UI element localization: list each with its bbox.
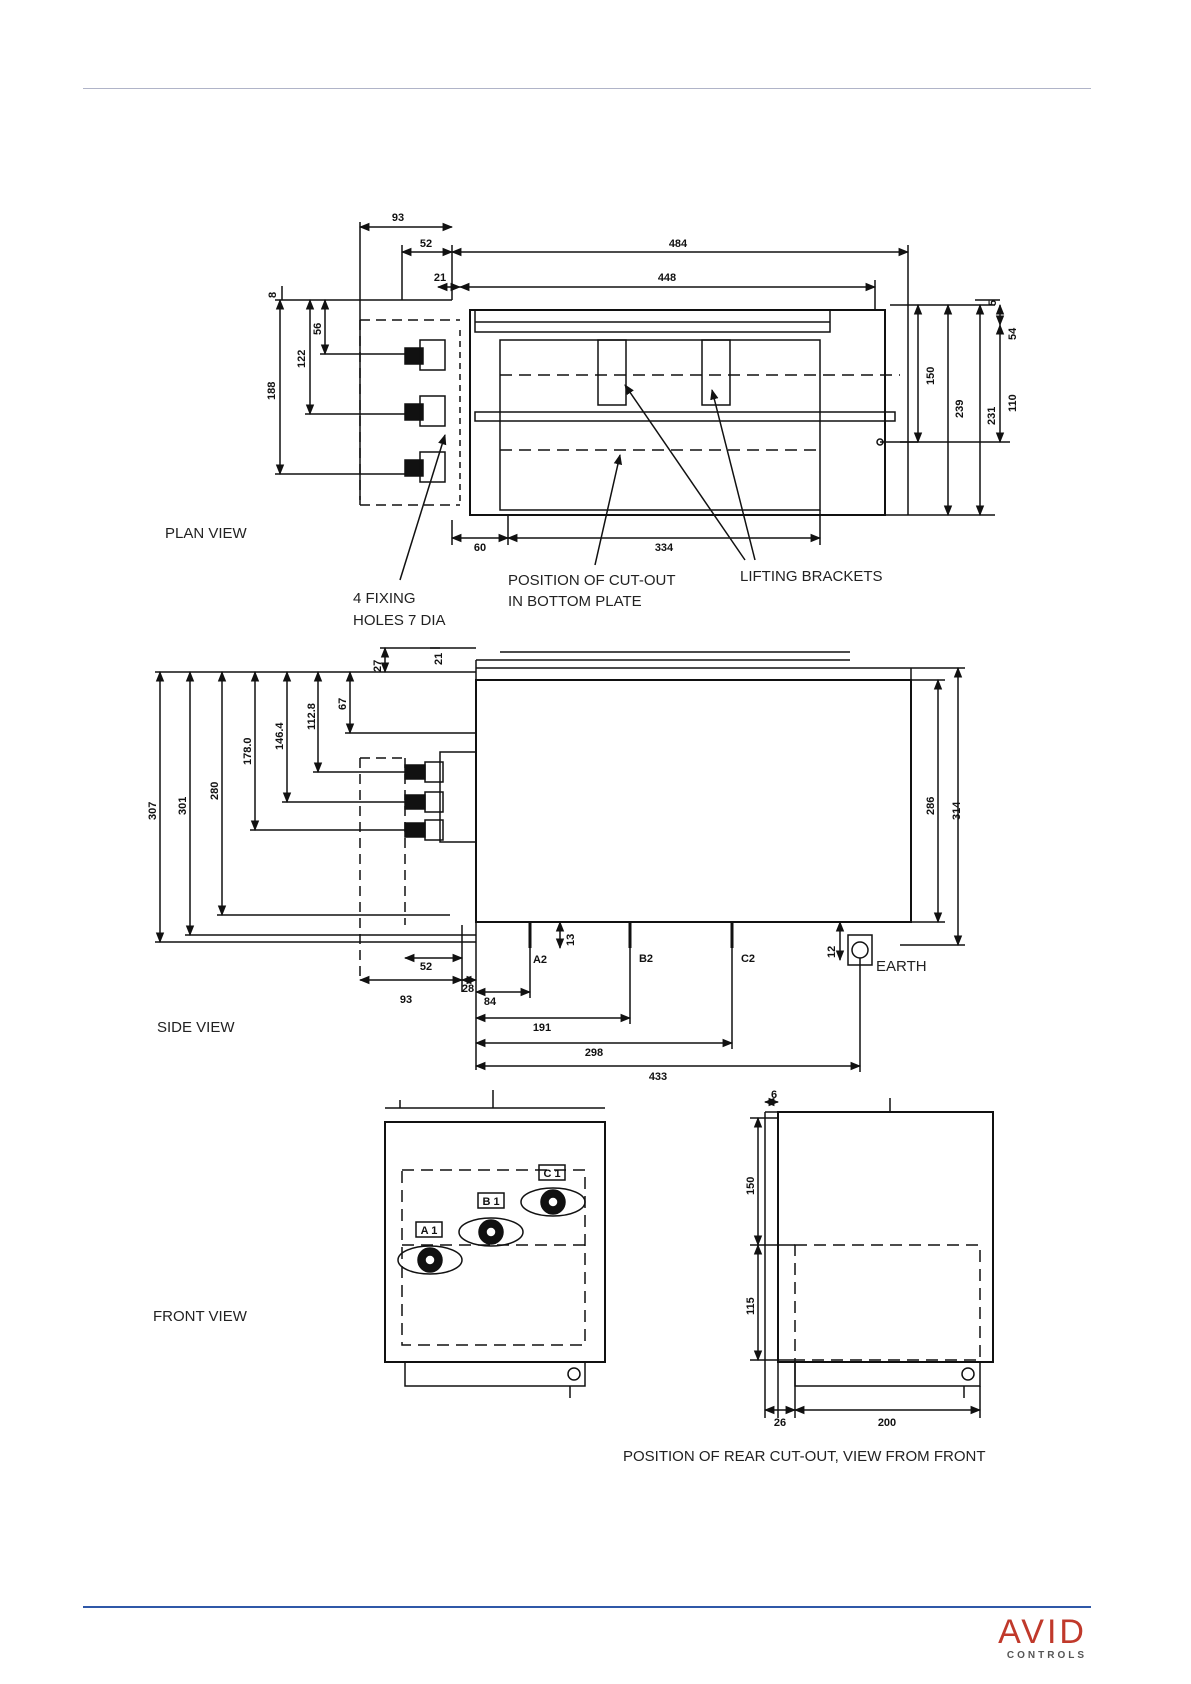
lifting-bracket-right — [701, 339, 731, 406]
side-terminal-block — [439, 751, 477, 843]
dim-5: 5 — [987, 300, 999, 306]
dim-93-side: 93 — [400, 994, 412, 1006]
dim-6: 6 — [771, 1089, 777, 1101]
front-terminal-a1 — [397, 1221, 463, 1275]
side-dim-labels: 27 21 67 112.8 146.4 178.0 280 301 307 2… — [147, 653, 963, 1083]
dim-54: 54 — [1007, 327, 1019, 340]
dim-191: 191 — [533, 1022, 551, 1034]
plan-inner-box — [499, 339, 821, 511]
terminal-label-b2: B2 — [639, 953, 653, 965]
dim-433: 433 — [649, 1071, 667, 1083]
dim-231: 231 — [986, 407, 998, 425]
dim-27: 27 — [372, 660, 384, 672]
plan-view-drawing — [275, 222, 1010, 581]
plan-crossbar — [474, 411, 896, 422]
terminal-label-a2: A2 — [533, 954, 547, 966]
dim-115: 115 — [745, 1297, 757, 1315]
front-terminal-b1 — [458, 1192, 524, 1247]
earth-terminal — [851, 941, 869, 959]
dim-301: 301 — [177, 797, 189, 815]
dim-13: 13 — [565, 934, 577, 946]
dim-8: 8 — [267, 292, 279, 298]
terminal-label-a1: A 1 — [421, 1225, 438, 1237]
dim-448: 448 — [658, 272, 676, 284]
dim-67: 67 — [337, 698, 349, 710]
cutout-callout-line2: IN BOTTOM PLATE — [508, 593, 642, 610]
front-view-title: FRONT VIEW — [153, 1308, 247, 1325]
dim-122: 122 — [296, 350, 308, 368]
terminal-label-c1: C 1 — [543, 1168, 560, 1180]
dim-314: 314 — [951, 801, 963, 820]
front-view-drawing — [384, 1090, 606, 1398]
bottom-rule — [83, 1606, 1091, 1608]
fixing-holes-callout-line2: HOLES 7 DIA — [353, 612, 446, 629]
dim-93: 93 — [392, 212, 404, 224]
dim-110: 110 — [1007, 394, 1019, 412]
dim-150: 150 — [925, 367, 937, 385]
cutout-callout-line1: POSITION OF CUT-OUT — [508, 572, 676, 589]
lifting-bracket-left — [597, 339, 627, 406]
plan-dim-labels: 93 52 484 21 448 8 56 122 188 5 54 150 2… — [266, 212, 1019, 554]
dim-52: 52 — [420, 238, 432, 250]
terminal-label-b1: B 1 — [482, 1196, 499, 1208]
dim-28: 28 — [462, 983, 474, 995]
dim-52-side: 52 — [420, 961, 432, 973]
dim-26: 26 — [774, 1417, 786, 1429]
dim-112-8: 112.8 — [306, 703, 318, 730]
rear-cutout-drawing — [750, 1097, 994, 1418]
side-body — [475, 679, 912, 923]
side-terminals — [404, 761, 444, 841]
dim-84: 84 — [484, 996, 497, 1008]
avid-controls-logo: AVID CONTROLS — [998, 1614, 1087, 1662]
dim-21-side: 21 — [433, 653, 445, 665]
front-dim-labels: A 1 B 1 C 1 — [421, 1168, 561, 1237]
logo-name: AVID — [998, 1613, 1087, 1651]
dim-150-rear: 150 — [745, 1177, 757, 1195]
plan-view-title: PLAN VIEW — [165, 525, 247, 542]
front-terminal-c1 — [520, 1164, 586, 1217]
side-view-title: SIDE VIEW — [157, 1019, 235, 1036]
fixing-holes-callout-line1: 4 FIXING — [353, 590, 416, 607]
rear-body — [777, 1111, 994, 1363]
dim-21: 21 — [434, 272, 446, 284]
rear-dim-labels: 6 150 115 26 200 — [745, 1089, 896, 1429]
side-view-drawing — [155, 646, 965, 1072]
dim-298: 298 — [585, 1047, 603, 1059]
dim-56: 56 — [312, 323, 324, 335]
top-rule — [83, 88, 1091, 89]
plan-terminals — [404, 339, 446, 483]
dim-239: 239 — [954, 400, 966, 418]
dim-178-0: 178.0 — [242, 737, 254, 765]
dim-484: 484 — [669, 238, 688, 250]
dim-334: 334 — [655, 542, 674, 554]
dim-307: 307 — [147, 802, 159, 820]
rear-cutout-title: POSITION OF REAR CUT-OUT, VIEW FROM FRON… — [623, 1448, 986, 1465]
plan-top-flange — [474, 309, 831, 333]
dim-146-4: 146.4 — [274, 722, 286, 750]
dim-12: 12 — [826, 946, 838, 958]
earth-callout: EARTH — [876, 958, 927, 975]
dim-280: 280 — [209, 782, 221, 800]
logo-sub: CONTROLS — [1006, 1650, 1087, 1661]
dim-60: 60 — [474, 542, 486, 554]
lifting-brackets-callout: LIFTING BRACKETS — [740, 568, 883, 585]
dim-188: 188 — [266, 382, 278, 400]
dim-286: 286 — [925, 797, 937, 815]
terminal-label-c2: C2 — [741, 953, 755, 965]
dim-200: 200 — [878, 1417, 896, 1429]
